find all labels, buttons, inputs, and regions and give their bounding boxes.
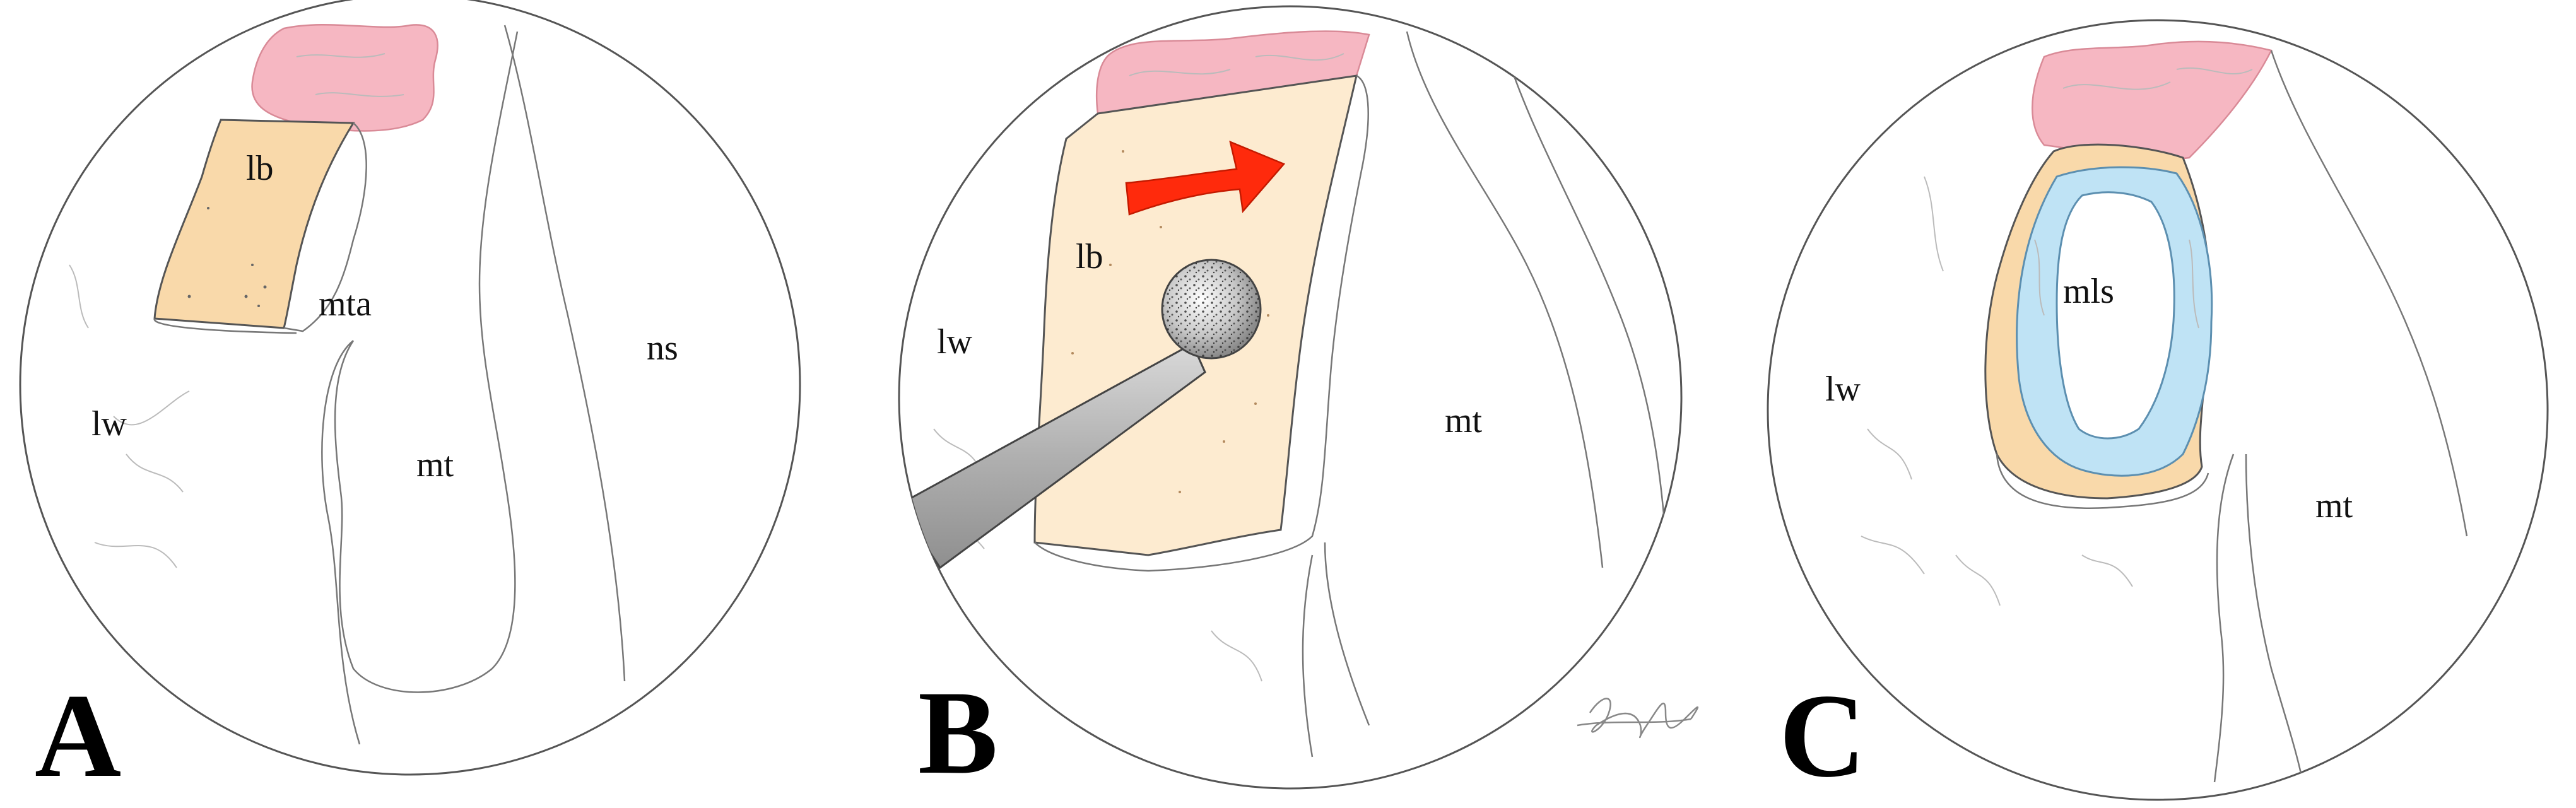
panel-c: mls lw mt C — [1767, 19, 2549, 802]
panel-b-label-lb: lb — [1076, 237, 1103, 276]
panel-b: lb lw mt B — [898, 5, 1698, 799]
panel-b-view-circle — [898, 5, 1683, 790]
panel-b-letter: B — [918, 667, 998, 799]
panel-c-middle-turbinate — [2270, 50, 2468, 537]
panel-c-mucosa — [2032, 40, 2273, 160]
panel-a-label-ns: ns — [647, 329, 678, 368]
panel-c-label-mls: mls — [2063, 272, 2114, 311]
panel-a-middle-turbinate — [334, 31, 519, 693]
panel-a-label-lb: lb — [246, 149, 274, 188]
panel-b-label-lw: lw — [937, 322, 973, 361]
panel-c-letter: C — [1779, 670, 1866, 802]
panel-a-label-lw: lw — [91, 404, 127, 443]
panel-b-middle-turbinate — [1406, 31, 1604, 568]
panel-c-view-circle — [1767, 19, 2549, 801]
panel-c-sinus-opening — [2056, 191, 2175, 440]
panel-c-label-lw: lw — [1825, 370, 1861, 409]
panel-a-label-mta: mta — [319, 284, 372, 324]
panel-c-label-mt: mt — [2315, 486, 2353, 525]
panel-a-label-mt: mt — [416, 445, 454, 484]
panel-b-label-mt: mt — [1445, 401, 1483, 440]
panel-a-letter: A — [35, 670, 121, 802]
panel-a-mucosa — [251, 23, 438, 132]
signature-icon — [1577, 698, 1698, 739]
red-arrow-icon — [1125, 140, 1286, 216]
panel-a: lb mta lw mt ns A — [19, 0, 801, 802]
panel-a-view-circle — [19, 0, 801, 776]
